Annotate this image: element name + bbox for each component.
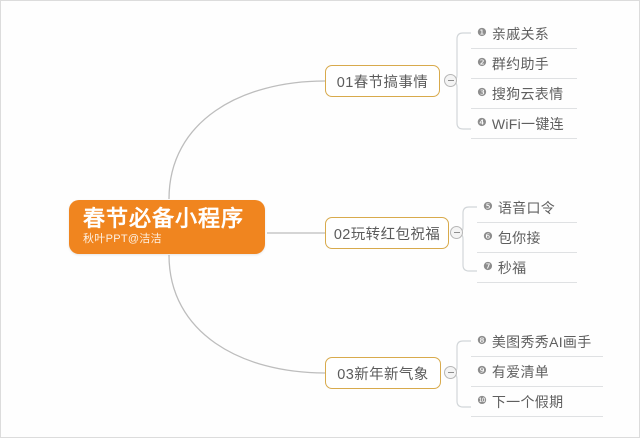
leaf-item[interactable]: ❾ 有爱清单: [471, 357, 603, 387]
leaf-item[interactable]: ❺ 语音口令: [477, 193, 577, 223]
leaf-label: 下一个假期: [491, 393, 564, 410]
branch-label-02: 02玩转红包祝福: [333, 226, 441, 243]
leaf-label: 包你接: [497, 229, 541, 246]
leaf-label: 亲戚关系: [491, 25, 550, 42]
leaf-label: 群约助手: [491, 55, 550, 72]
leaf-label: 搜狗云表情: [491, 85, 564, 102]
bullet-icon: ❸: [477, 87, 487, 99]
branch-node-02[interactable]: 02玩转红包祝福: [325, 217, 449, 249]
bullet-icon: ❿: [477, 395, 487, 407]
branch-node-01[interactable]: 01春节搞事情: [325, 65, 440, 97]
minus-icon: [447, 371, 454, 374]
minus-icon: [447, 79, 454, 82]
leaf-item[interactable]: ❼ 秒福: [477, 253, 577, 283]
leaf-item[interactable]: ❿ 下一个假期: [471, 387, 603, 417]
minus-icon: [453, 231, 460, 234]
bullet-icon: ❽: [477, 335, 487, 347]
bullet-icon: ❾: [477, 365, 487, 377]
bullet-icon: ❶: [477, 27, 487, 39]
root-title: 春节必备小程序: [83, 206, 245, 231]
root-subtitle: 秋叶PPT@洁洁: [83, 233, 162, 245]
leaf-label: 有爱清单: [491, 363, 550, 380]
branch-label-03: 03新年新气象: [337, 366, 429, 383]
leaf-label: WiFi一键连: [491, 115, 564, 132]
root-node[interactable]: 春节必备小程序 秋叶PPT@洁洁: [69, 200, 265, 254]
bullet-icon: ❺: [483, 201, 493, 213]
bullet-icon: ❼: [483, 261, 493, 273]
leaf-item[interactable]: ❻ 包你接: [477, 223, 577, 253]
leaf-label: 秒福: [497, 259, 527, 276]
leaf-item[interactable]: ❶ 亲戚关系: [471, 19, 577, 49]
collapse-toggle-03[interactable]: [444, 366, 457, 379]
leaf-item[interactable]: ❹ WiFi一键连: [471, 109, 577, 139]
leaf-label: 语音口令: [497, 199, 556, 216]
branch-node-03[interactable]: 03新年新气象: [325, 357, 441, 389]
leaf-item[interactable]: ❸ 搜狗云表情: [471, 79, 577, 109]
leaf-label: 美图秀秀AI画手: [491, 333, 592, 350]
leaf-item[interactable]: ❽ 美图秀秀AI画手: [471, 327, 603, 357]
collapse-toggle-02[interactable]: [450, 226, 463, 239]
collapse-toggle-01[interactable]: [444, 74, 457, 87]
bullet-icon: ❻: [483, 231, 493, 243]
leaf-item[interactable]: ❷ 群约助手: [471, 49, 577, 79]
branch-label-01: 01春节搞事情: [336, 74, 429, 91]
bullet-icon: ❹: [477, 117, 487, 129]
bullet-icon: ❷: [477, 57, 487, 69]
